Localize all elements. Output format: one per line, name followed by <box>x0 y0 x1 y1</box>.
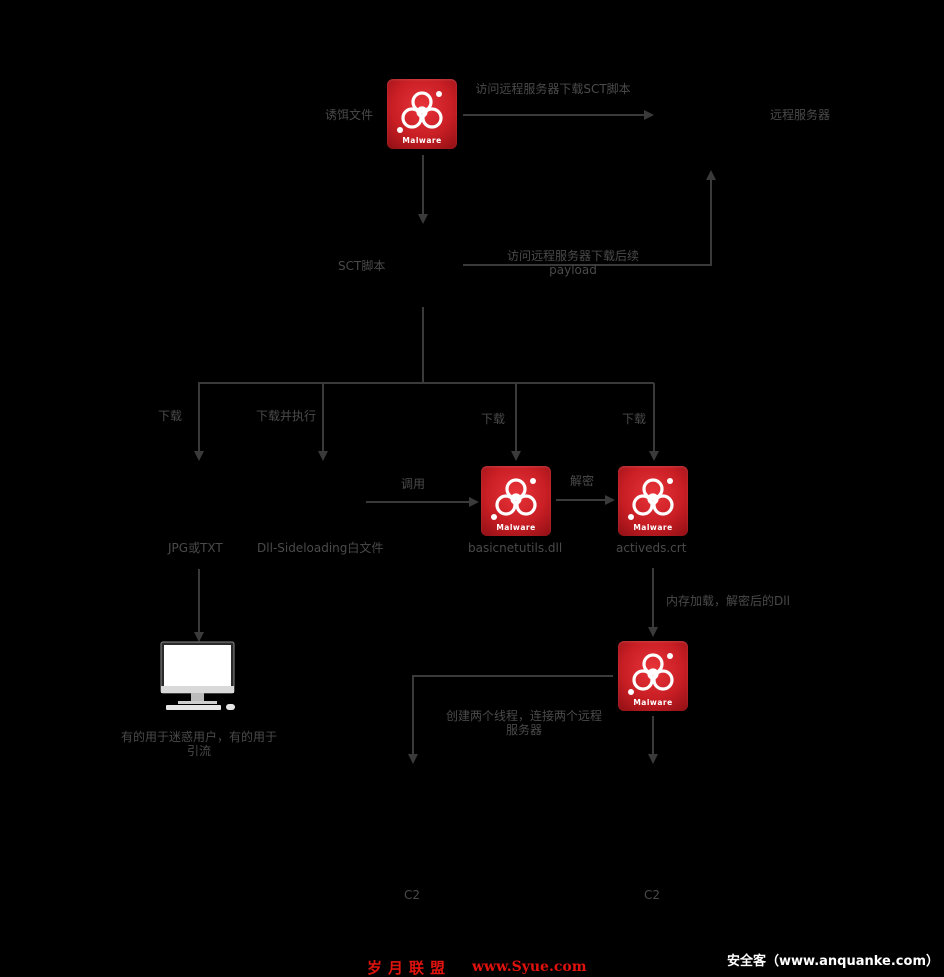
malware-caption: Malware <box>402 136 442 145</box>
malware-caption: Malware <box>496 523 536 532</box>
jpg-txt-label: JPG或TXT <box>168 541 223 555</box>
access-download-sct-label: 访问远程服务器下载SCT脚本 <box>475 82 631 96</box>
create-threads-label: 创建两个线程，连接两个远程服务器 <box>445 709 602 737</box>
computer-monitor-icon <box>160 641 238 713</box>
sct-script-label: SCT脚本 <box>338 259 386 273</box>
dll-sideloading-label: Dll-Sideloading白文件 <box>257 541 384 555</box>
biohazard-malware-icon: Malware <box>481 466 551 536</box>
watermark-syue-url: www.Syue.com <box>472 959 587 975</box>
c2-right-label: C2 <box>644 888 661 902</box>
watermark-syue-cn: 岁月联盟 <box>367 959 452 977</box>
activeds-label: activeds.crt <box>616 541 687 555</box>
biohazard-malware-icon: Malware <box>387 79 457 149</box>
malware-caption: Malware <box>633 698 673 707</box>
download-label: 下载 <box>622 412 647 426</box>
arrow-sct-to-server <box>463 170 716 266</box>
download-exec-label: 下载并执行 <box>256 409 317 423</box>
biohazard-malware-icon: Malware <box>618 466 688 536</box>
user-note-label: 有的用于迷惑用户，有的用于引流 <box>120 730 277 758</box>
access-download-payload-label: 访问远程服务器下载后续payload <box>506 249 639 277</box>
remote-server-label: 远程服务器 <box>770 108 831 122</box>
bait-file-label: 诱饵文件 <box>325 108 374 122</box>
watermark-anquanke: 安全客（www.anquanke.com） <box>727 954 939 969</box>
c2-left-label: C2 <box>404 888 421 902</box>
biohazard-malware-icon: Malware <box>618 641 688 711</box>
malware-caption: Malware <box>633 523 673 532</box>
arrow-dll-to-c2-left <box>408 675 613 764</box>
download-label: 下载 <box>158 409 183 423</box>
memory-load-label: 内存加载，解密后的Dll <box>666 594 790 608</box>
invoke-label: 调用 <box>401 477 426 491</box>
basicnetutils-label: basicnetutils.dll <box>468 541 563 555</box>
decrypt-label: 解密 <box>570 474 595 488</box>
download-label: 下载 <box>481 412 506 426</box>
